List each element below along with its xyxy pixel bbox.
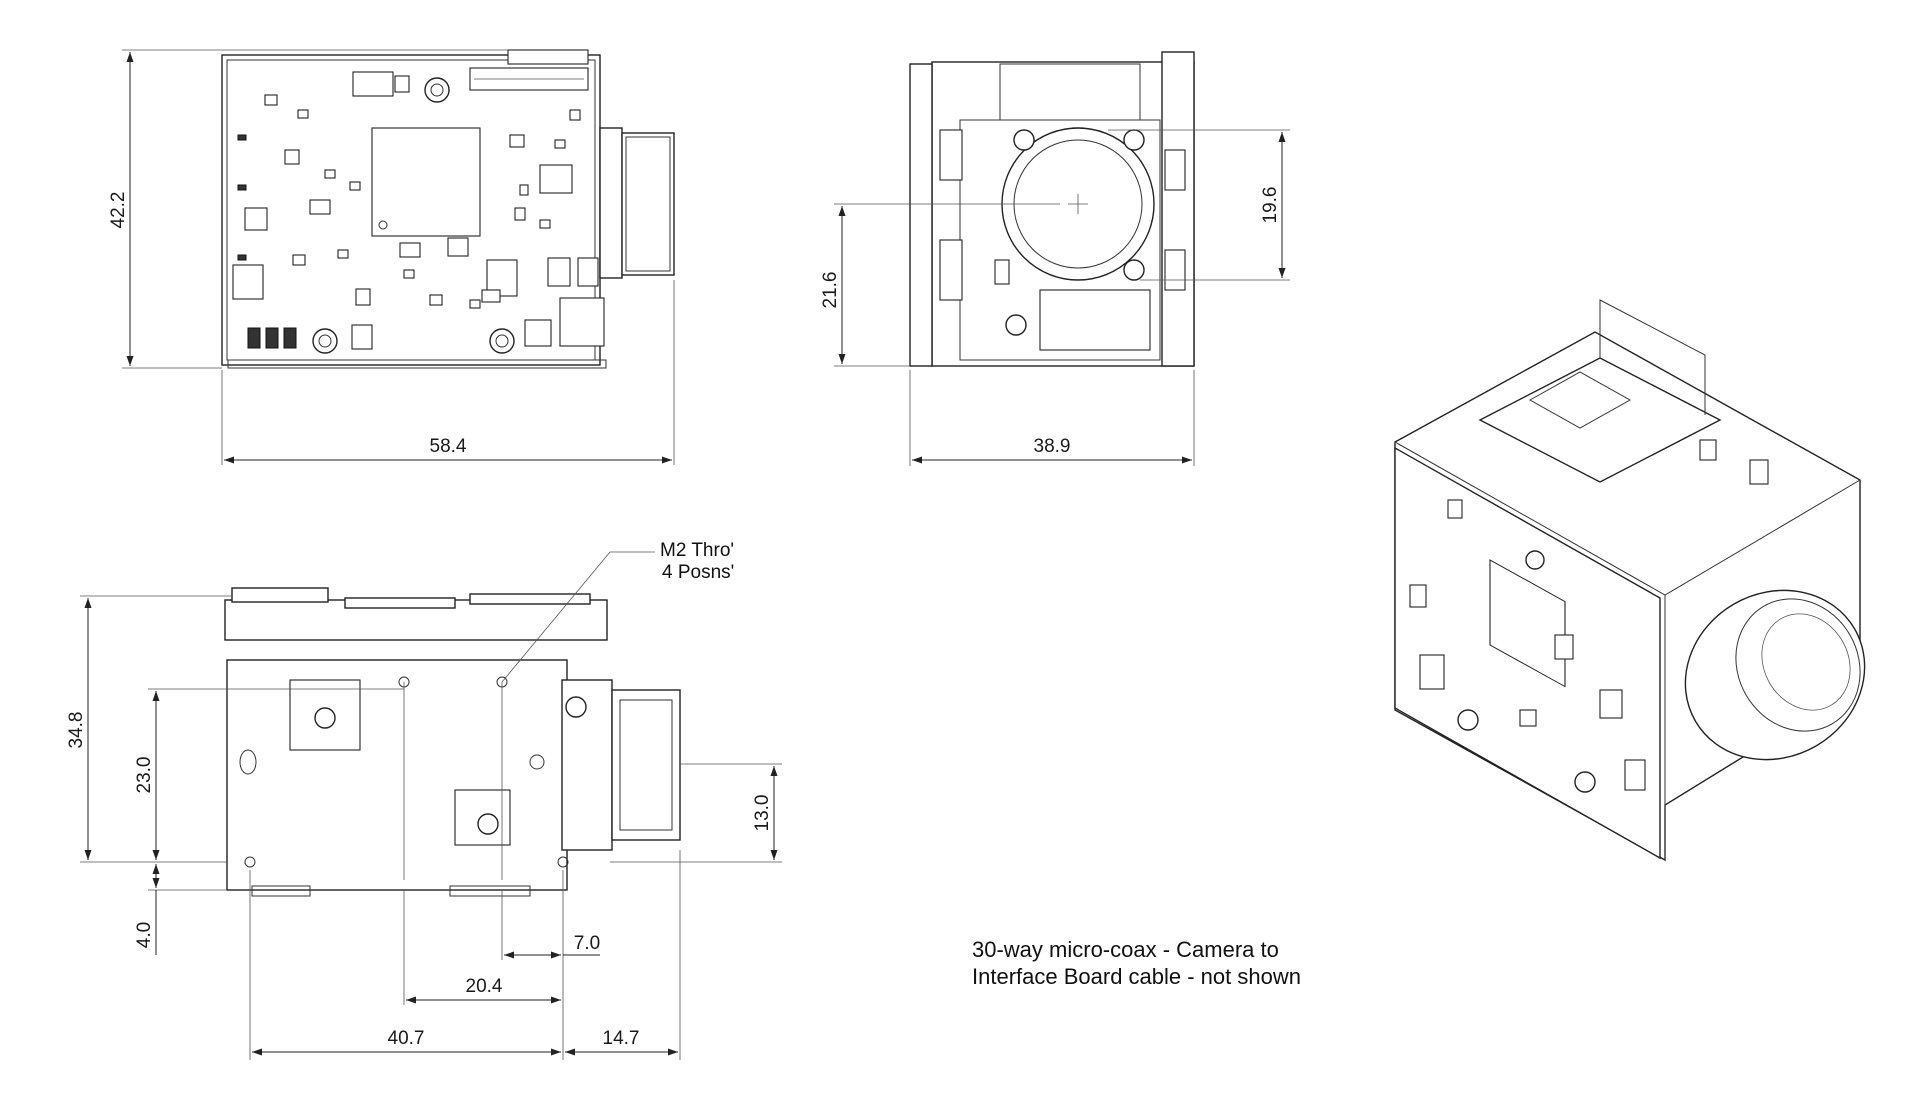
bottom-hole-height-dim: 23.0 bbox=[134, 757, 155, 794]
bottom-base-offset-dim: 4.0 bbox=[134, 922, 155, 948]
bottom-dim-40: 40.7 bbox=[388, 1028, 425, 1049]
mounting-hole-callout: M2 Thro' 4 Posns' bbox=[660, 540, 734, 584]
bottom-height-dim: 34.8 bbox=[66, 712, 87, 749]
isometric-view bbox=[1394, 299, 1866, 862]
callout-line-2: 4 Posns' bbox=[662, 562, 735, 583]
front-dimensions: 42.2 58.4 bbox=[108, 49, 675, 465]
side-view bbox=[909, 51, 1195, 367]
front-height-dim: 42.2 bbox=[108, 192, 129, 229]
side-dimensions: 19.6 21.6 38.9 bbox=[820, 129, 1290, 466]
front-width-dim: 58.4 bbox=[430, 436, 467, 457]
bottom-dim-7: 7.0 bbox=[574, 933, 600, 954]
side-lens-height-dim: 19.6 bbox=[1260, 187, 1281, 224]
bottom-dim-14: 14.7 bbox=[603, 1028, 640, 1049]
cable-note-line-1: 30-way micro-coax - Camera to bbox=[972, 937, 1279, 962]
side-axis-height-dim: 21.6 bbox=[820, 272, 841, 309]
bottom-dimensions: 34.8 23.0 4.0 13.0 7.0 20.4 40.7 14.7 bbox=[66, 551, 782, 1060]
cable-note: 30-way micro-coax - Camera to Interface … bbox=[972, 936, 1301, 990]
front-view bbox=[221, 49, 675, 369]
bottom-dim-20: 20.4 bbox=[466, 976, 503, 997]
bottom-lens-dim: 13.0 bbox=[752, 795, 773, 832]
callout-line-1: M2 Thro' bbox=[660, 540, 735, 561]
cable-note-line-2: Interface Board cable - not shown bbox=[972, 964, 1301, 989]
bottom-view bbox=[224, 587, 681, 897]
side-width-dim: 38.9 bbox=[1034, 436, 1071, 457]
